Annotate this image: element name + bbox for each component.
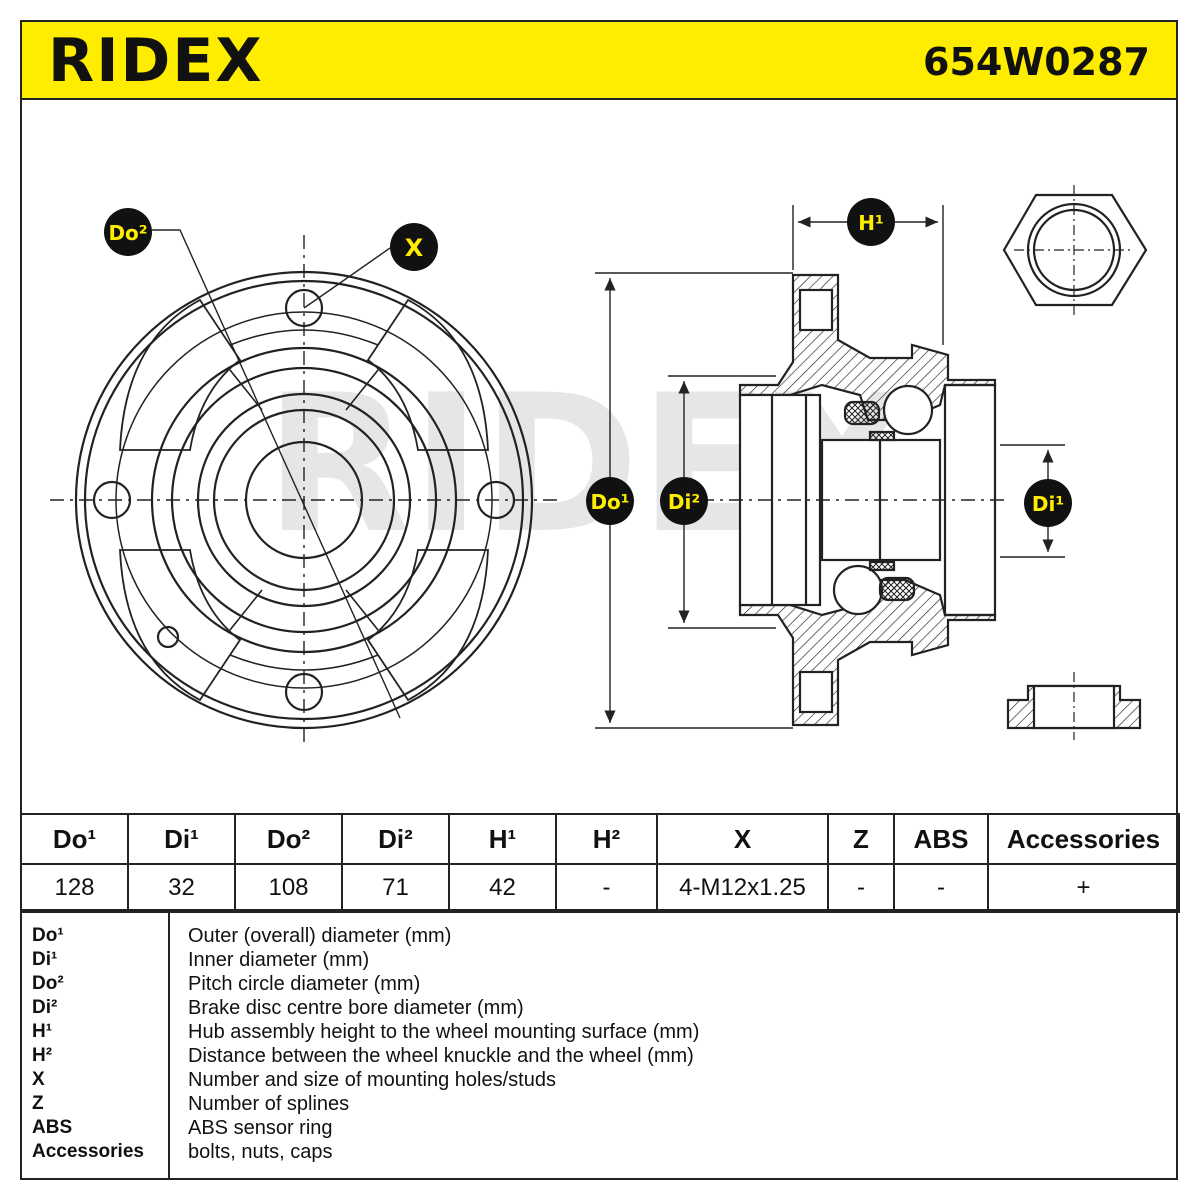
svg-text:Do²: Do²	[108, 221, 147, 245]
value-h1: 42	[448, 863, 557, 913]
legend-abbr: Do²	[32, 973, 64, 994]
svg-text:Di²: Di²	[668, 490, 700, 514]
part-number: 654W0287	[923, 40, 1150, 84]
legend-abbr: Do¹	[32, 925, 64, 946]
header-z: Z	[827, 813, 895, 865]
legend-item: Accessories bolts, nuts, caps	[22, 1141, 1176, 1165]
header-abs: ABS	[893, 813, 989, 865]
value-di2: 71	[341, 863, 450, 913]
spec-value-row: 128 32 108 71 42 - 4-M12x1.25 - - +	[20, 863, 1180, 913]
legend-desc: Number of splines	[188, 1093, 350, 1115]
value-z: -	[827, 863, 895, 913]
legend-item: Do² Pitch circle diameter (mm)	[22, 973, 1176, 997]
legend-abbr: X	[32, 1069, 45, 1090]
spec-header-row: Do¹ Di¹ Do² Di² H¹ H² X Z ABS Accessorie…	[20, 813, 1180, 865]
legend-item: Do¹ Outer (overall) diameter (mm)	[22, 925, 1176, 949]
legend-abbr: Accessories	[32, 1141, 144, 1162]
legend-abbr: Di¹	[32, 949, 58, 970]
header-x: X	[656, 813, 829, 865]
svg-text:X: X	[405, 234, 424, 262]
nut-accessory	[1002, 185, 1148, 315]
legend-abbr: ABS	[32, 1117, 73, 1138]
legend-item: Z Number of splines	[22, 1093, 1176, 1117]
brand-logo: RIDEX	[48, 26, 264, 96]
nut-section-accessory	[1006, 672, 1142, 740]
leaders-front	[152, 229, 401, 719]
legend-item: Di² Brake disc centre bore diameter (mm)	[22, 997, 1176, 1021]
header-di1: Di¹	[127, 813, 236, 865]
value-do2: 108	[234, 863, 343, 913]
header-do1: Do¹	[20, 813, 129, 865]
svg-text:H¹: H¹	[858, 211, 884, 235]
legend-desc: bolts, nuts, caps	[188, 1141, 333, 1163]
centerlines-front	[50, 235, 558, 745]
label-do2: Do²	[104, 208, 152, 256]
legend-item: X Number and size of mounting holes/stud…	[22, 1069, 1176, 1093]
label-do1: Do¹	[586, 477, 634, 525]
value-accessories: +	[987, 863, 1180, 913]
legend-desc: Distance between the wheel knuckle and t…	[188, 1045, 694, 1067]
header-do2: Do²	[234, 813, 343, 865]
legend-desc: Hub assembly height to the wheel mountin…	[188, 1021, 700, 1043]
header-di2: Di²	[341, 813, 450, 865]
legend-desc: Pitch circle diameter (mm)	[188, 973, 421, 995]
value-h2: -	[555, 863, 658, 913]
technical-drawing: RIDEX	[50, 185, 1148, 745]
value-abs: -	[893, 863, 989, 913]
legend-desc: Brake disc centre bore diameter (mm)	[188, 997, 524, 1019]
spec-table: Do¹ Di¹ Do² Di² H¹ H² X Z ABS Accessorie…	[20, 813, 1180, 913]
legend-desc: Inner diameter (mm)	[188, 949, 370, 971]
legend-desc: ABS sensor ring	[188, 1117, 333, 1139]
svg-text:Do¹: Do¹	[590, 490, 629, 514]
legend-box: Do¹ Outer (overall) diameter (mm) Di¹ In…	[20, 909, 1178, 1180]
legend-item: H² Distance between the wheel knuckle an…	[22, 1045, 1176, 1069]
legend-desc: Number and size of mounting holes/studs	[188, 1069, 556, 1091]
legend-abbr: Di²	[32, 997, 58, 1018]
legend-abbr: H²	[32, 1045, 53, 1066]
label-di1: Di¹	[1024, 479, 1072, 527]
label-di2: Di²	[660, 477, 708, 525]
label-h1: H¹	[847, 198, 895, 246]
legend-item: H¹ Hub assembly height to the wheel moun…	[22, 1021, 1176, 1045]
legend-desc: Outer (overall) diameter (mm)	[188, 925, 452, 947]
legend-item: Di¹ Inner diameter (mm)	[22, 949, 1176, 973]
legend-item: ABS ABS sensor ring	[22, 1117, 1176, 1141]
header-h2: H²	[555, 813, 658, 865]
header-bar: RIDEX 654W0287	[20, 20, 1178, 100]
value-do1: 128	[20, 863, 129, 913]
svg-text:Di¹: Di¹	[1032, 492, 1064, 516]
header-h1: H¹	[448, 813, 557, 865]
legend-divider	[168, 911, 170, 1178]
label-x: X	[390, 223, 438, 271]
value-x: 4-M12x1.25	[656, 863, 829, 913]
legend-abbr: Z	[32, 1093, 44, 1114]
value-di1: 32	[127, 863, 236, 913]
header-accessories: Accessories	[987, 813, 1180, 865]
legend-abbr: H¹	[32, 1021, 53, 1042]
